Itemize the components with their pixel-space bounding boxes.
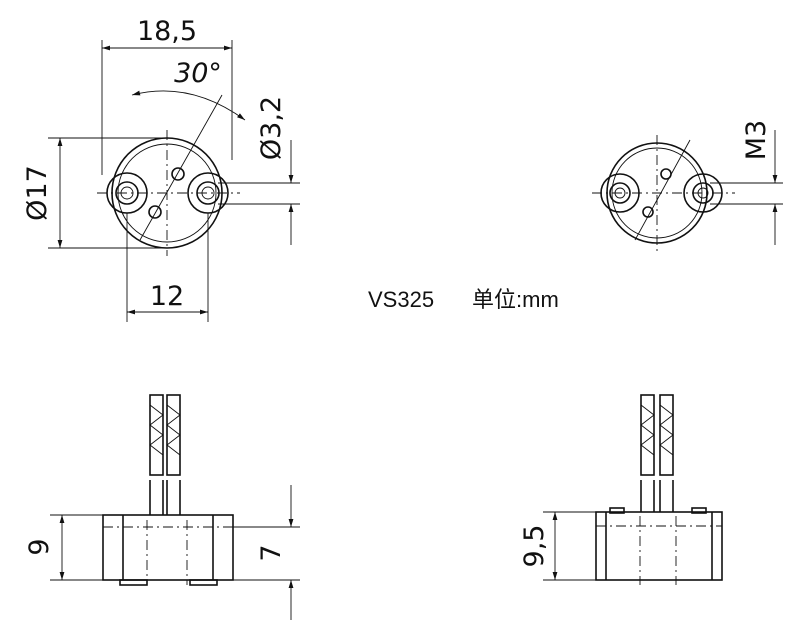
dim-pin-spacing: 12 bbox=[150, 281, 184, 312]
top-right-view: M3 bbox=[592, 120, 783, 252]
dim-angle: 30° bbox=[174, 58, 222, 89]
bottom-left-view: 9 7 bbox=[24, 394, 300, 620]
dim-height-left: 9 bbox=[24, 538, 55, 555]
dim-height-inner: 7 bbox=[256, 544, 287, 561]
dim-height-right: 9,5 bbox=[519, 525, 550, 568]
side-body-right bbox=[595, 511, 723, 581]
model-label: VS325 bbox=[368, 287, 434, 312]
dim-hole-diameter: Ø3,2 bbox=[256, 96, 287, 160]
unit-label: 单位:mm bbox=[472, 287, 559, 312]
dim-thread: M3 bbox=[741, 120, 772, 160]
side-body bbox=[102, 514, 234, 581]
dim-body-diameter: Ø17 bbox=[22, 165, 53, 221]
top-left-view: 18,5 30° Ø3,2 Ø17 12 bbox=[22, 16, 300, 322]
bottom-right-view: 9,5 bbox=[519, 394, 723, 585]
dim-width-top: 18,5 bbox=[137, 16, 197, 47]
pin-hole-upper bbox=[171, 167, 185, 181]
pin-hole-lower bbox=[148, 205, 162, 219]
angle-line bbox=[139, 94, 223, 241]
